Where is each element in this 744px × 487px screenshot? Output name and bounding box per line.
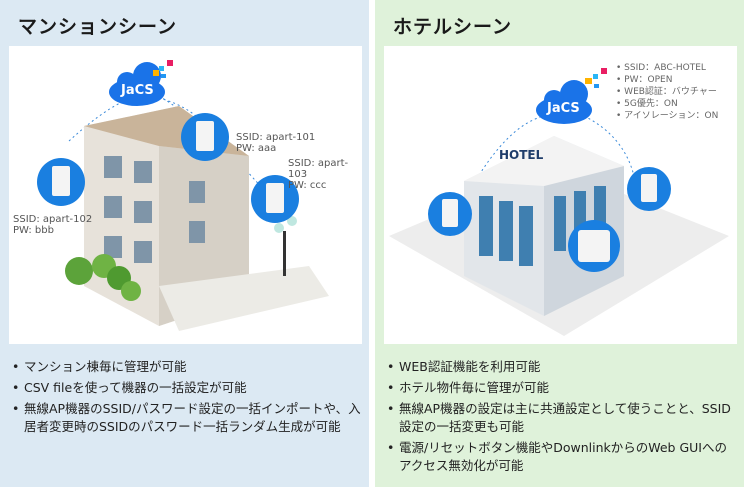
hotel-panel: ホテルシーン HOTEL JaCS SSID：ABC-HOTEL PW：OPEN… (375, 0, 744, 487)
list-item: マンション棟毎に管理が可能 (12, 358, 362, 376)
list-item: CSV fileを使って機器の一括設定が可能 (12, 379, 362, 397)
setting-item: SSID：ABC-HOTEL (616, 62, 718, 74)
setting-item: 5G優先：ON (616, 98, 718, 110)
list-item: 無線AP機器の設定は主に共通設定として使うことと、SSID設定の一括変更も可能 (387, 400, 737, 436)
jacs-cloud-icon (109, 60, 173, 106)
hotel-settings-list: SSID：ABC-HOTEL PW：OPEN WEB認証：バウチャー 5G優先：… (616, 62, 718, 122)
mansion-title: マンションシーン (18, 16, 178, 38)
list-item: 無線AP機器のSSID/パスワード設定の一括インポートや、入居者変更時のSSID… (12, 400, 362, 436)
list-item: ホテル物件毎に管理が可能 (387, 379, 737, 397)
jacs-cloud-icon (428, 68, 671, 272)
hotel-title: ホテルシーン (393, 16, 513, 38)
setting-item: アイソレーション：ON (616, 110, 718, 122)
list-item: 電源/リセットボタン機能やDownlinkからのWeb GUIへのアクセス無効化… (387, 439, 737, 475)
hotel-illustration: HOTEL JaCS SSID：ABC-HOTEL PW：OPEN WEB認証：… (384, 46, 737, 344)
jacs-label: JaCS (547, 101, 580, 116)
jacs-label: JaCS (121, 83, 154, 98)
ap-device-icons (37, 113, 299, 223)
mansion-feature-list: マンション棟毎に管理が可能 CSV fileを使って機器の一括設定が可能 無線A… (12, 358, 362, 439)
list-item: WEB認証機能を利用可能 (387, 358, 737, 376)
hotel-feature-list: WEB認証機能を利用可能 ホテル物件毎に管理が可能 無線AP機器の設定は主に共通… (387, 358, 737, 478)
setting-item: PW：OPEN (616, 74, 718, 86)
hotel-sign: HOTEL (499, 148, 544, 162)
setting-item: WEB認証：バウチャー (616, 86, 718, 98)
